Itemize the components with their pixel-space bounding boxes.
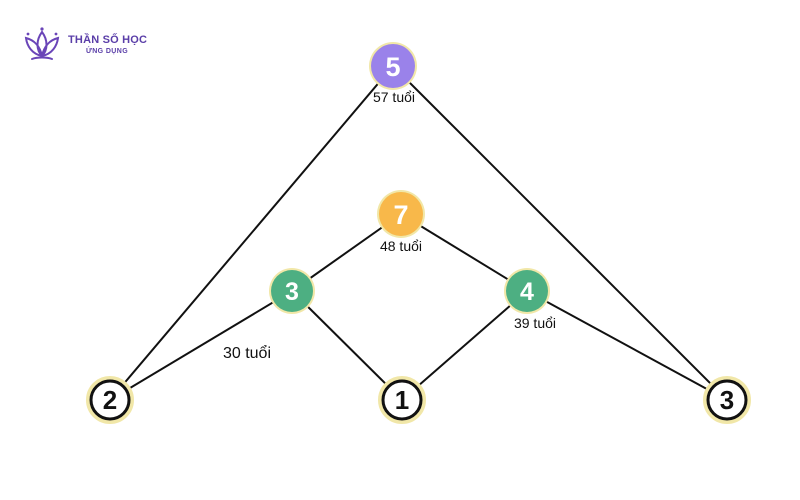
peak-node-2: 4 xyxy=(504,268,550,314)
peak-node-3: 7 xyxy=(377,190,425,238)
brand-subtitle: ỨNG DỤNG xyxy=(86,48,129,55)
peak1-age: 30 tuổi xyxy=(223,344,271,362)
peak2-age: 39 tuổi xyxy=(514,315,556,331)
line-peak4-to-base-right xyxy=(392,65,728,401)
base-right-number: 3 xyxy=(720,385,734,415)
line-base-left-to-peak1 xyxy=(109,290,293,401)
line-base-left-to-peak4 xyxy=(109,65,394,401)
base-center-number: 1 xyxy=(395,385,409,415)
peak1-number: 3 xyxy=(285,278,299,306)
brand-title: THẦN SỐ HỌC xyxy=(68,34,148,46)
peak3-number: 7 xyxy=(393,200,408,230)
line-peak1-to-base-center xyxy=(291,290,403,401)
base-node-center: 1 xyxy=(378,376,426,424)
connector-lines xyxy=(109,65,728,401)
lotus-icon xyxy=(24,27,60,60)
brand-logo: THẦN SỐ HỌC ỨNG DỤNG xyxy=(22,26,172,66)
line-base-center-to-peak2 xyxy=(401,290,528,401)
base-node-right: 3 xyxy=(703,376,751,424)
peak3-age: 48 tuổi xyxy=(380,238,422,254)
line-peak3-to-peak2 xyxy=(400,213,528,292)
peak2-number: 4 xyxy=(520,278,534,306)
peak4-number: 5 xyxy=(385,52,400,82)
peak1-circle xyxy=(271,270,313,312)
peak4-circle xyxy=(371,44,415,88)
peak3-circle xyxy=(379,192,423,236)
peak-node-4: 5 xyxy=(369,42,417,90)
line-peak2-to-base-right xyxy=(526,290,728,401)
base-node-left: 2 xyxy=(86,376,134,424)
peak-node-1: 3 xyxy=(269,268,315,314)
base-left-number: 2 xyxy=(103,385,117,415)
peak4-age: 57 tuổi xyxy=(373,89,415,105)
peak2-circle xyxy=(506,270,548,312)
